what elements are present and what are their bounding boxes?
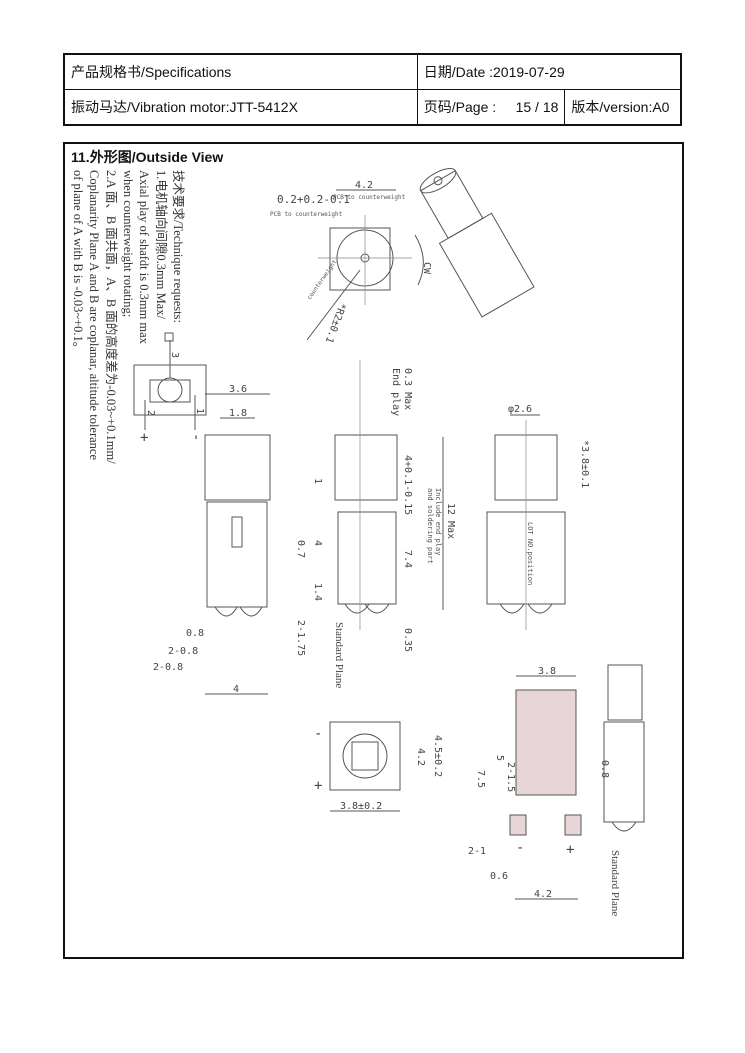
fp-pitch-dim: 4.2 [534, 889, 552, 900]
rotation-label: CW [421, 262, 432, 275]
fp-gap-dim: 0.6 [490, 871, 508, 882]
dim-4: 4 [233, 684, 239, 695]
total-note-1: Include end play [434, 488, 442, 555]
body-length-dim: 7.4 [402, 550, 413, 568]
bottom-view: 4.5±0.2 4.2 3.8±0.2 - + [314, 721, 443, 812]
dim-0-8: 0.8 [186, 628, 204, 639]
top-width-dim: 4.2 [355, 180, 373, 191]
standard-plane-label: Standard Plane [333, 622, 345, 688]
bottom-width-dim: 3.8±0.2 [340, 801, 382, 812]
side-view: 0.3 Max End play 4+0.1-0.15 12 Max Inclu… [295, 360, 456, 688]
fp-0-8-dim: 0.8 [599, 760, 610, 778]
doc-date: 日期/Date :2019-07-29 [416, 53, 682, 90]
fp-7-5-dim: 7.5 [475, 770, 486, 788]
end-play-label: End play [390, 368, 401, 416]
pin-1-label: 1 [194, 408, 205, 414]
fp-pad2-dim: 2-1 [468, 846, 486, 857]
left-view: 3.6 1.8 0.8 2-0.8 2-0.8 4 [153, 384, 271, 695]
pcb-note: PCB to counterweight [333, 194, 406, 201]
note-line: Coplanarity Plane A and B are coplanar, … [87, 170, 101, 460]
top-view: 4.2 PCB to counterweight 0.2+0.2-0.1 PCB… [270, 168, 535, 344]
total-note-2: and soldering part [426, 488, 434, 564]
dim-3-6: 3.6 [229, 384, 247, 395]
product-name: 振动马达/Vibration motor:JTT-5412X [63, 89, 418, 126]
gap-dim: 0.2+0.2-0.1 [277, 193, 350, 206]
dim-2-1-75: 2-1.75 [295, 620, 306, 656]
dim-0-35: 0.35 [402, 628, 413, 652]
fp-5-dim: 5 [494, 755, 505, 761]
bottom-height-2-dim: 4.2 [415, 748, 426, 766]
pcb-note-2: PCB to counterweight [270, 211, 343, 218]
radius-note: counterweight [306, 258, 339, 301]
fp-pad-dim: 2-1.5 [505, 762, 516, 792]
note-line: when counterweight rotating; [121, 170, 135, 317]
note-line: 技术要求/Technique requests: [171, 170, 185, 323]
cw-length-dim: 4+0.1-0.15 [402, 455, 413, 515]
bottom-minus: - [314, 726, 322, 742]
shaft-diameter-dim: φ2.6 [508, 404, 532, 415]
bottom-height-dim: 4.5±0.2 [432, 735, 443, 777]
dim-4-side: 4 [312, 540, 323, 546]
end-play-dim: 0.3 Max [402, 368, 413, 410]
technique-notes: 技术要求/Technique requests: 1.电机轴向间隙0.3mm M… [71, 170, 185, 464]
front-view: φ2.6 *3.8±0.1 LOT NO.position [486, 404, 590, 630]
dim-2-0-8-a: 2-0.8 [168, 646, 198, 657]
fp-minus: - [516, 840, 524, 856]
dim-1-8: 1.8 [229, 408, 247, 419]
outside-view-section: 11.外形图/Outside View [63, 142, 684, 959]
fp-width-dim: 3.8 [538, 666, 556, 677]
radius-dim: *R2±0.1 [323, 301, 348, 344]
footprint-view: 3.8 5 2-1.5 7.5 2-1 0.6 4.2 - + 0.8 Stan… [468, 664, 645, 916]
dim-1: 1 [312, 478, 323, 484]
dim-2-0-8-b: 2-0.8 [153, 662, 183, 673]
header-table: 产品规格书/Specifications 日期/Date :2019-07-29… [63, 53, 682, 126]
dim-0-7: 0.7 [295, 540, 306, 558]
page-number: 页码/Page : 15 / 18 [416, 89, 566, 126]
cw-diameter-dim: *3.8±0.1 [579, 440, 590, 488]
fp-standard-plane: Standard Plane [609, 850, 621, 916]
minus-label: - [188, 433, 204, 441]
note-line: of plane of A with B is -0.03~+0.1。 [71, 170, 85, 354]
bottom-plus: + [314, 778, 322, 794]
note-line: 1.电机轴向间隙0.3mm Max/ [154, 170, 169, 319]
dim-1-4: 1.4 [312, 583, 323, 601]
circuit-symbol: 3 1 2 + - [133, 332, 207, 446]
pin-2-label: 2 [145, 410, 156, 416]
section-title: 11.外形图/Outside View [71, 149, 224, 165]
pin-3-label: 3 [169, 352, 180, 358]
fp-plus: + [566, 842, 574, 858]
plus-label: + [140, 430, 148, 446]
note-line: 2.A 面、B 面共面，A、B 面的高度差为-0.03~+0.1mm/ [104, 170, 119, 464]
note-line: Axial play of shafdt is 0.3mm max [137, 170, 151, 345]
version: 版本/version:A0 [564, 89, 682, 126]
lot-position-label: LOT NO.position [526, 522, 534, 585]
total-length-dim: 12 Max [445, 503, 456, 539]
